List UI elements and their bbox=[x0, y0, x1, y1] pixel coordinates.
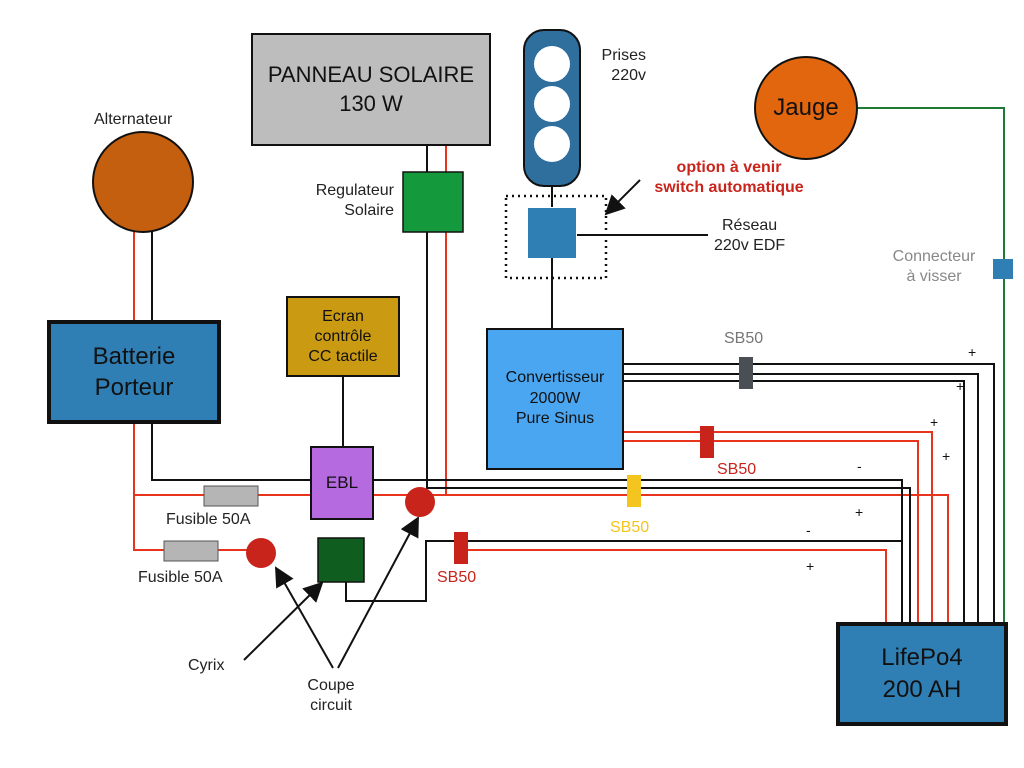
cutoff-label: Coupe circuit bbox=[307, 677, 355, 714]
socket-1-icon bbox=[534, 46, 570, 82]
ebl-node: EBL bbox=[310, 446, 374, 520]
arrow-cutoff-left bbox=[275, 566, 334, 669]
fuse-bottom-label: Fusible 50A bbox=[138, 569, 223, 586]
sb50-red-bottom-icon bbox=[454, 532, 468, 564]
red-wire-converter-top bbox=[624, 431, 933, 622]
alternator-label: Alternateur bbox=[94, 111, 173, 128]
red-wire-ebl-main bbox=[342, 494, 949, 622]
socket-3-icon bbox=[534, 126, 570, 162]
cyrix-label: Cyrix bbox=[188, 657, 225, 674]
black-wire-battery-ebl bbox=[151, 424, 310, 481]
arrow-cyrix bbox=[243, 581, 324, 661]
arrow-option bbox=[604, 179, 641, 216]
black-wire-converter-top-1 bbox=[624, 363, 995, 622]
gauge-label: Jauge bbox=[773, 94, 839, 121]
polarity-sign: + bbox=[956, 378, 965, 394]
polarity-sign: + bbox=[968, 344, 977, 360]
converter-node: Convertisseur 2000W Pure Sinus bbox=[486, 328, 624, 470]
solar-panel-node: PANNEAU SOLAIRE 130 W bbox=[251, 33, 491, 146]
arrow-cutoff-right bbox=[337, 516, 419, 669]
red-wire-battery-left bbox=[133, 424, 164, 551]
polarity-sign: - bbox=[857, 458, 862, 474]
auto-switch-icon bbox=[528, 208, 576, 258]
black-wire-ebl-main-2 bbox=[426, 487, 911, 622]
black-wire-cutoff-loop bbox=[345, 540, 903, 622]
polarity-sign: + bbox=[942, 448, 951, 464]
sb50-red-top-icon bbox=[700, 426, 714, 458]
polarity-sign: + bbox=[855, 504, 864, 520]
sb50-yellow-label: SB50 bbox=[610, 519, 650, 536]
fuse-top-icon bbox=[203, 485, 259, 507]
socket-2-icon bbox=[534, 86, 570, 122]
sb50-gray-icon bbox=[739, 357, 753, 389]
cutoff-switch-right-icon bbox=[405, 487, 435, 517]
sb50-yellow-icon bbox=[627, 475, 641, 507]
option-switch-outline bbox=[504, 194, 608, 280]
fuse-bottom-icon bbox=[163, 540, 219, 562]
gauge-node bbox=[754, 56, 858, 160]
option-label: option à venir switch automatique bbox=[654, 159, 804, 196]
battery-node: Batterie Porteur bbox=[47, 320, 221, 424]
cutoff-switch-left-icon bbox=[246, 538, 276, 568]
green-wire-gauge bbox=[858, 107, 1005, 622]
polarity-sign: - bbox=[806, 522, 811, 538]
black-wire-converter-top-3 bbox=[624, 380, 965, 622]
sb50-gray-label: SB50 bbox=[724, 330, 764, 347]
cutoff-switch-main-icon bbox=[317, 537, 365, 583]
sockets-label: Prises 220v bbox=[601, 47, 646, 84]
regulator-label: Regulateur Solaire bbox=[315, 182, 394, 219]
polarity-sign: + bbox=[930, 414, 939, 430]
sb50-red-top-label: SB50 bbox=[717, 461, 757, 478]
red-wire-bottom-plus bbox=[468, 549, 887, 622]
regulator-icon bbox=[402, 171, 464, 233]
screen-node: Ecran contrôle CC tactile bbox=[286, 296, 400, 377]
alternator-icon bbox=[92, 131, 194, 233]
connector-icon bbox=[993, 259, 1013, 279]
lifepo4-node: LifePo4 200 AH bbox=[836, 622, 1008, 726]
fuse-top-label: Fusible 50A bbox=[166, 511, 251, 528]
polarity-sign: + bbox=[806, 558, 815, 574]
sb50-red-bottom-label: SB50 bbox=[437, 569, 477, 586]
annotation-arrows bbox=[243, 179, 641, 669]
network-label: Réseau 220v EDF bbox=[714, 217, 786, 254]
connector-label: Connecteur à visser bbox=[892, 248, 976, 285]
red-wire-converter-bottom bbox=[624, 440, 919, 622]
black-wire-converter-top-2 bbox=[624, 373, 979, 622]
